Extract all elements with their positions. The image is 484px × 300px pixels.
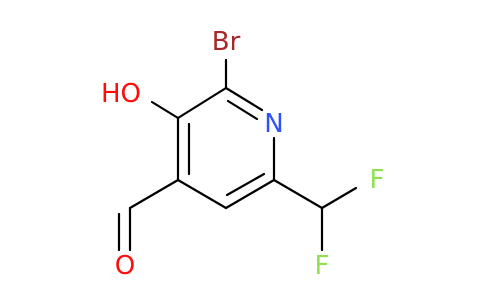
bond-chf2-f1 — [320, 186, 358, 210]
atom-label-n: N — [264, 109, 283, 139]
atom-label-f-lower: F — [315, 251, 330, 281]
atom-label-br: Br — [212, 27, 241, 57]
atom-label-o: O — [115, 251, 135, 281]
bond-c6-chf2 — [272, 178, 324, 210]
bond-c4-c5 — [176, 178, 228, 210]
bond-c4-cho — [128, 178, 180, 210]
bond-n-c2-inner — [226, 99, 259, 121]
bond-c5-c6-inner — [225, 172, 266, 197]
bond-c3-oh — [150, 100, 180, 120]
bond-n-c2 — [224, 86, 264, 112]
atom-label-f-upper: F — [370, 165, 385, 195]
bond-c5-c6 — [224, 178, 276, 210]
bond-c2-c3 — [176, 86, 228, 120]
atom-label-ho: HO — [101, 79, 141, 109]
